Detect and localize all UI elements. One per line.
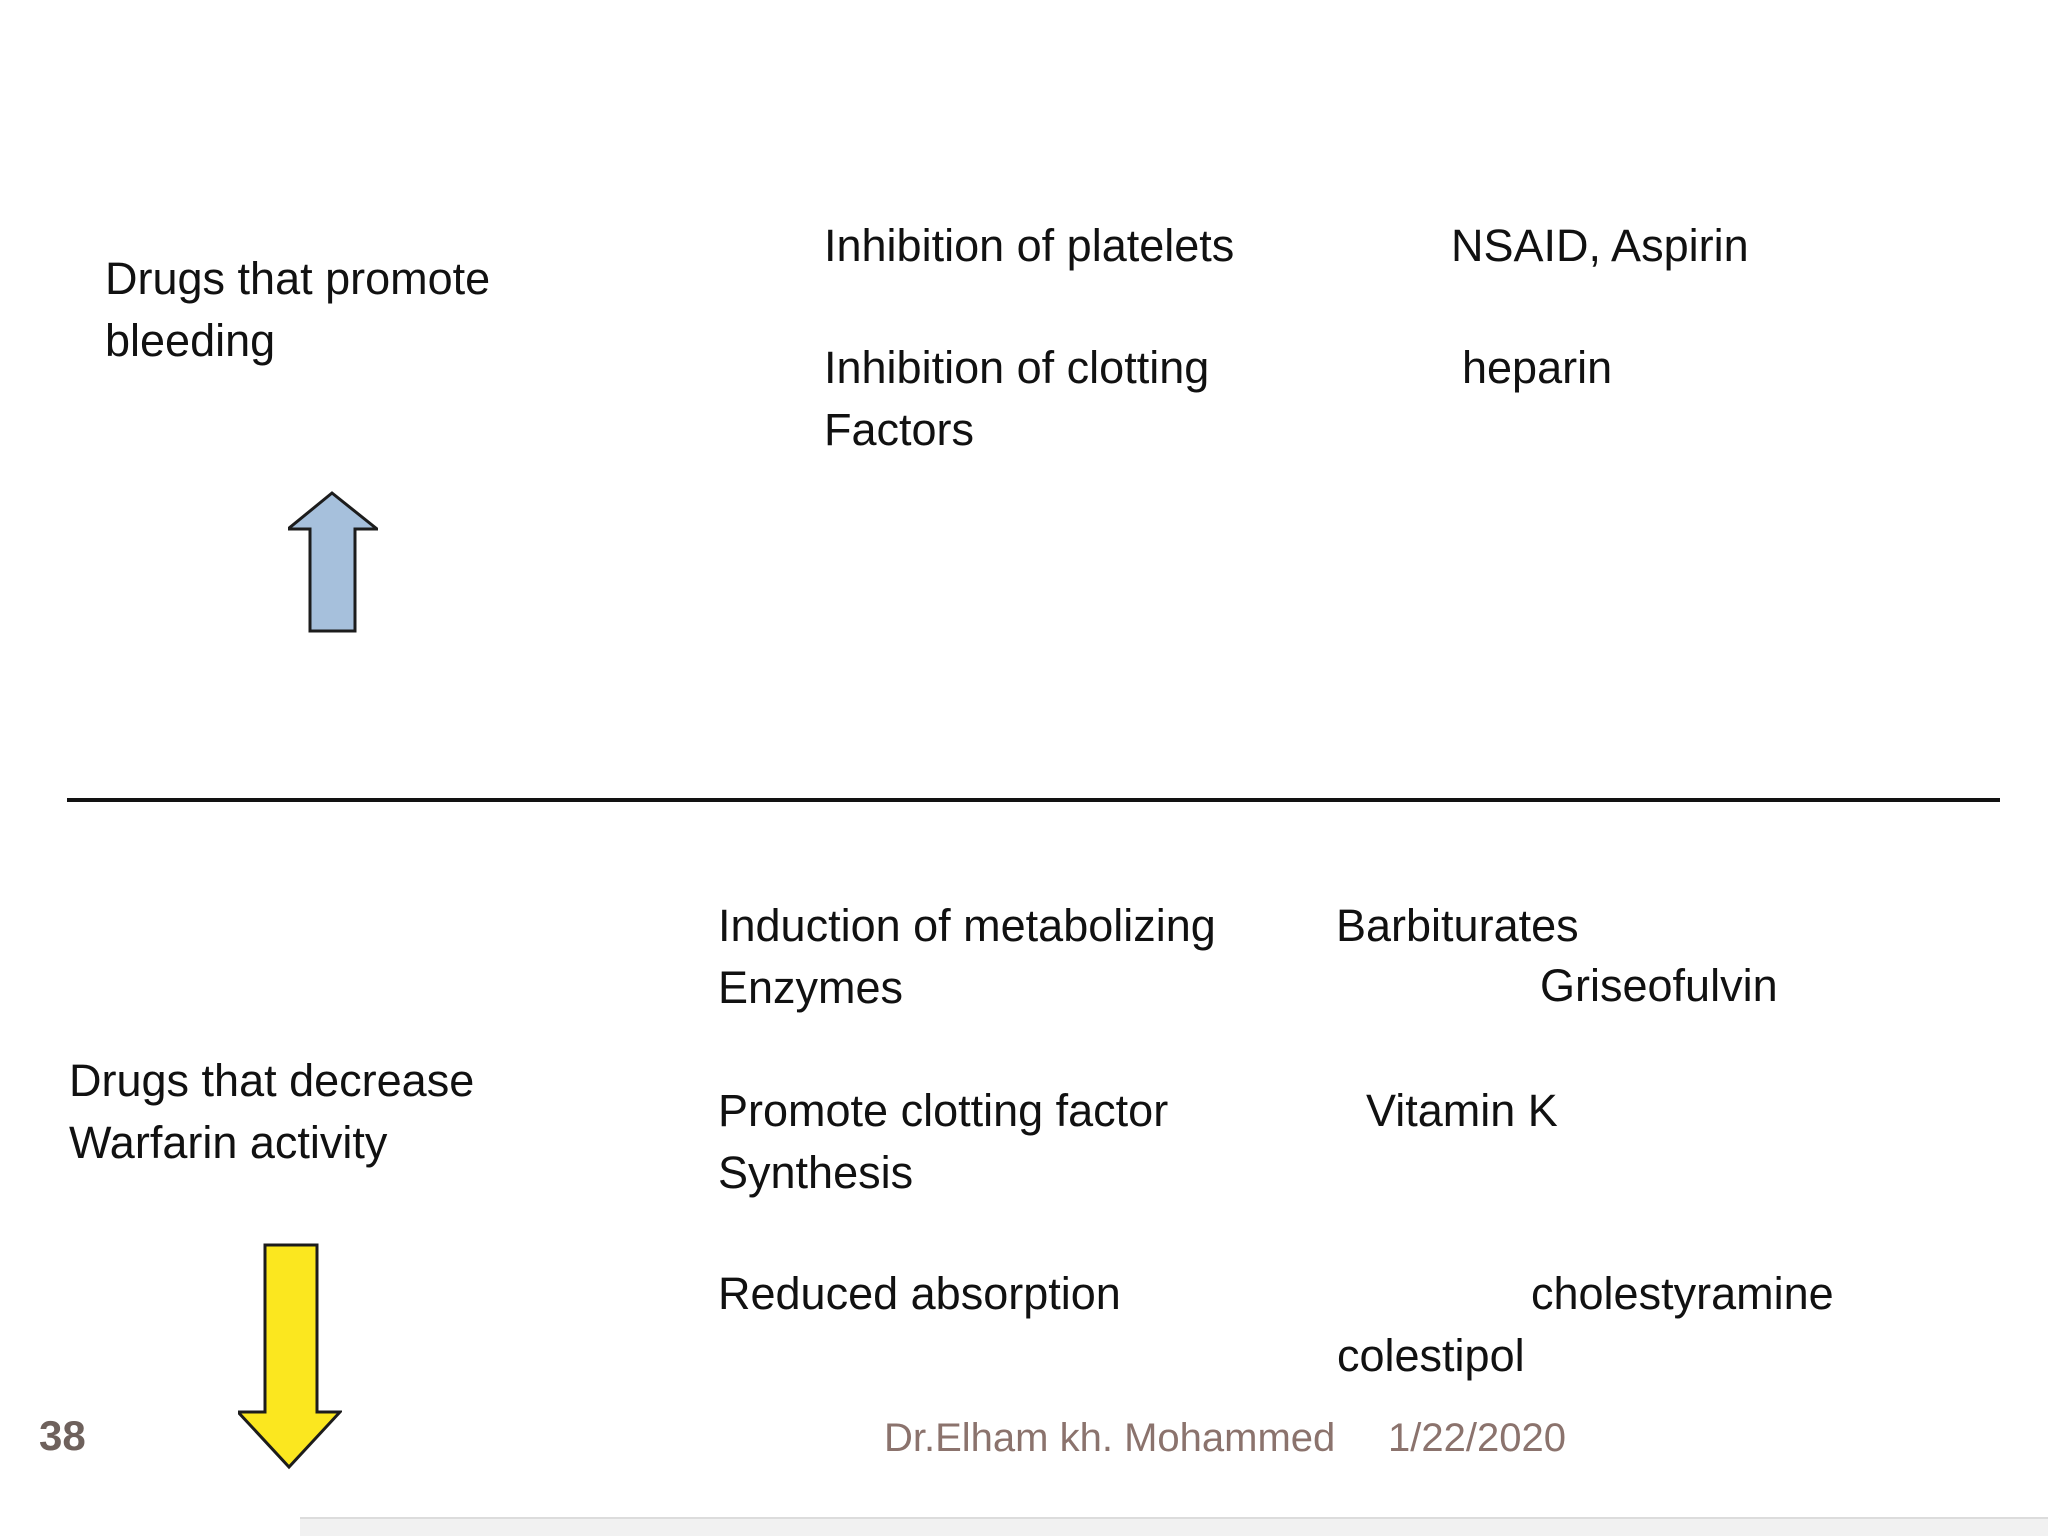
down-arrow-icon bbox=[234, 1243, 344, 1470]
drug-griseofulvin: Griseofulvin bbox=[1540, 960, 1778, 1011]
footer-date: 1/22/2020 bbox=[1388, 1416, 1566, 1460]
section-divider-line bbox=[67, 798, 2000, 802]
mechanism-reduced-absorption: Reduced absorption bbox=[718, 1268, 1121, 1319]
down-arrow-shape bbox=[234, 1243, 344, 1470]
mechanism-inhibition-platelets: Inhibition of platelets bbox=[824, 220, 1235, 271]
bottom-edge-band bbox=[300, 1517, 2048, 1536]
drug-heparin: heparin bbox=[1462, 342, 1613, 393]
drug-cholestyramine: cholestyramine bbox=[1531, 1268, 1834, 1319]
drug-vitamin-k: Vitamin K bbox=[1366, 1085, 1558, 1136]
page-number: 38 bbox=[39, 1412, 86, 1459]
mechanism-inhibition-clotting-factors: Inhibition of clotting Factors bbox=[824, 342, 1210, 455]
footer-author: Dr.Elham kh. Mohammed bbox=[884, 1416, 1336, 1460]
up-arrow-icon bbox=[283, 490, 382, 635]
up-arrow-shape bbox=[283, 491, 382, 633]
drug-nsaid-aspirin: NSAID, Aspirin bbox=[1451, 220, 1749, 271]
mechanism-induction-metabolizing-enzymes: Induction of metabolizing Enzymes bbox=[718, 900, 1216, 1013]
top-section-label: Drugs that promote bleeding bbox=[105, 253, 491, 366]
bottom-section-label: Drugs that decrease Warfarin activity bbox=[69, 1055, 475, 1168]
mechanism-promote-clotting-factor-synthesis: Promote clotting factor Synthesis bbox=[718, 1085, 1169, 1198]
drug-barbiturates: Barbiturates bbox=[1336, 900, 1579, 951]
drug-colestipol: colestipol bbox=[1337, 1330, 1525, 1381]
